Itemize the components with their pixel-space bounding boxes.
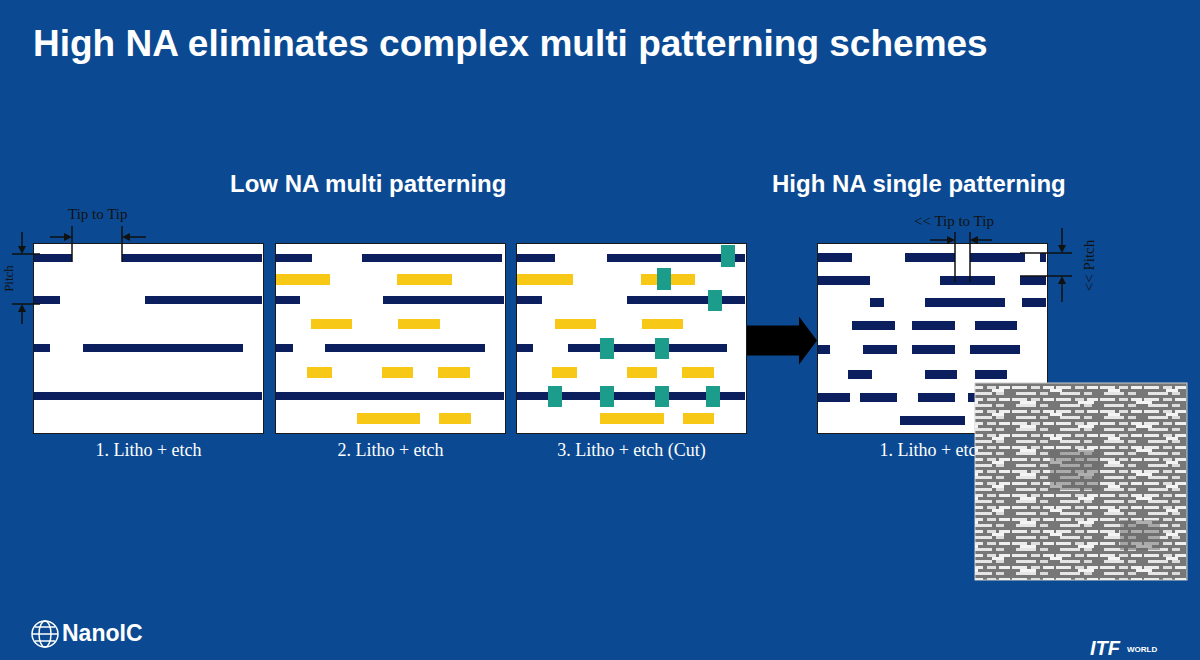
section-heading: Low NA multi patterning xyxy=(230,172,506,196)
block-arrow xyxy=(747,317,817,365)
slide-title: High NA eliminates complex multi pattern… xyxy=(33,24,988,65)
step-caption: 1. Litho + etch xyxy=(798,440,1067,461)
logo-text: ITF xyxy=(1090,638,1120,658)
step-caption: 2. Litho + etch xyxy=(256,440,525,461)
logo-globe xyxy=(32,621,58,647)
dimension-label: << Tip to Tip xyxy=(914,214,994,229)
logo-text: WORLD xyxy=(1127,646,1157,654)
step-caption: 1. Litho + etch xyxy=(14,440,283,461)
pattern-panel: 2. Litho + etch xyxy=(275,243,506,434)
dimension-label: Pitch xyxy=(2,265,15,292)
logo-text: NanoIC xyxy=(62,622,143,645)
pattern-panel: 3. Litho + etch (Cut) xyxy=(516,243,747,434)
dimension-label: Tip to Tip xyxy=(68,207,128,222)
pattern-panel: 1. Litho + etch xyxy=(817,243,1048,434)
pattern-panel: 1. Litho + etch xyxy=(33,243,264,434)
dimension-label: << Pitch xyxy=(1082,240,1097,292)
section-heading: High NA single patterning xyxy=(772,172,1066,196)
step-caption: 3. Litho + etch (Cut) xyxy=(497,440,766,461)
